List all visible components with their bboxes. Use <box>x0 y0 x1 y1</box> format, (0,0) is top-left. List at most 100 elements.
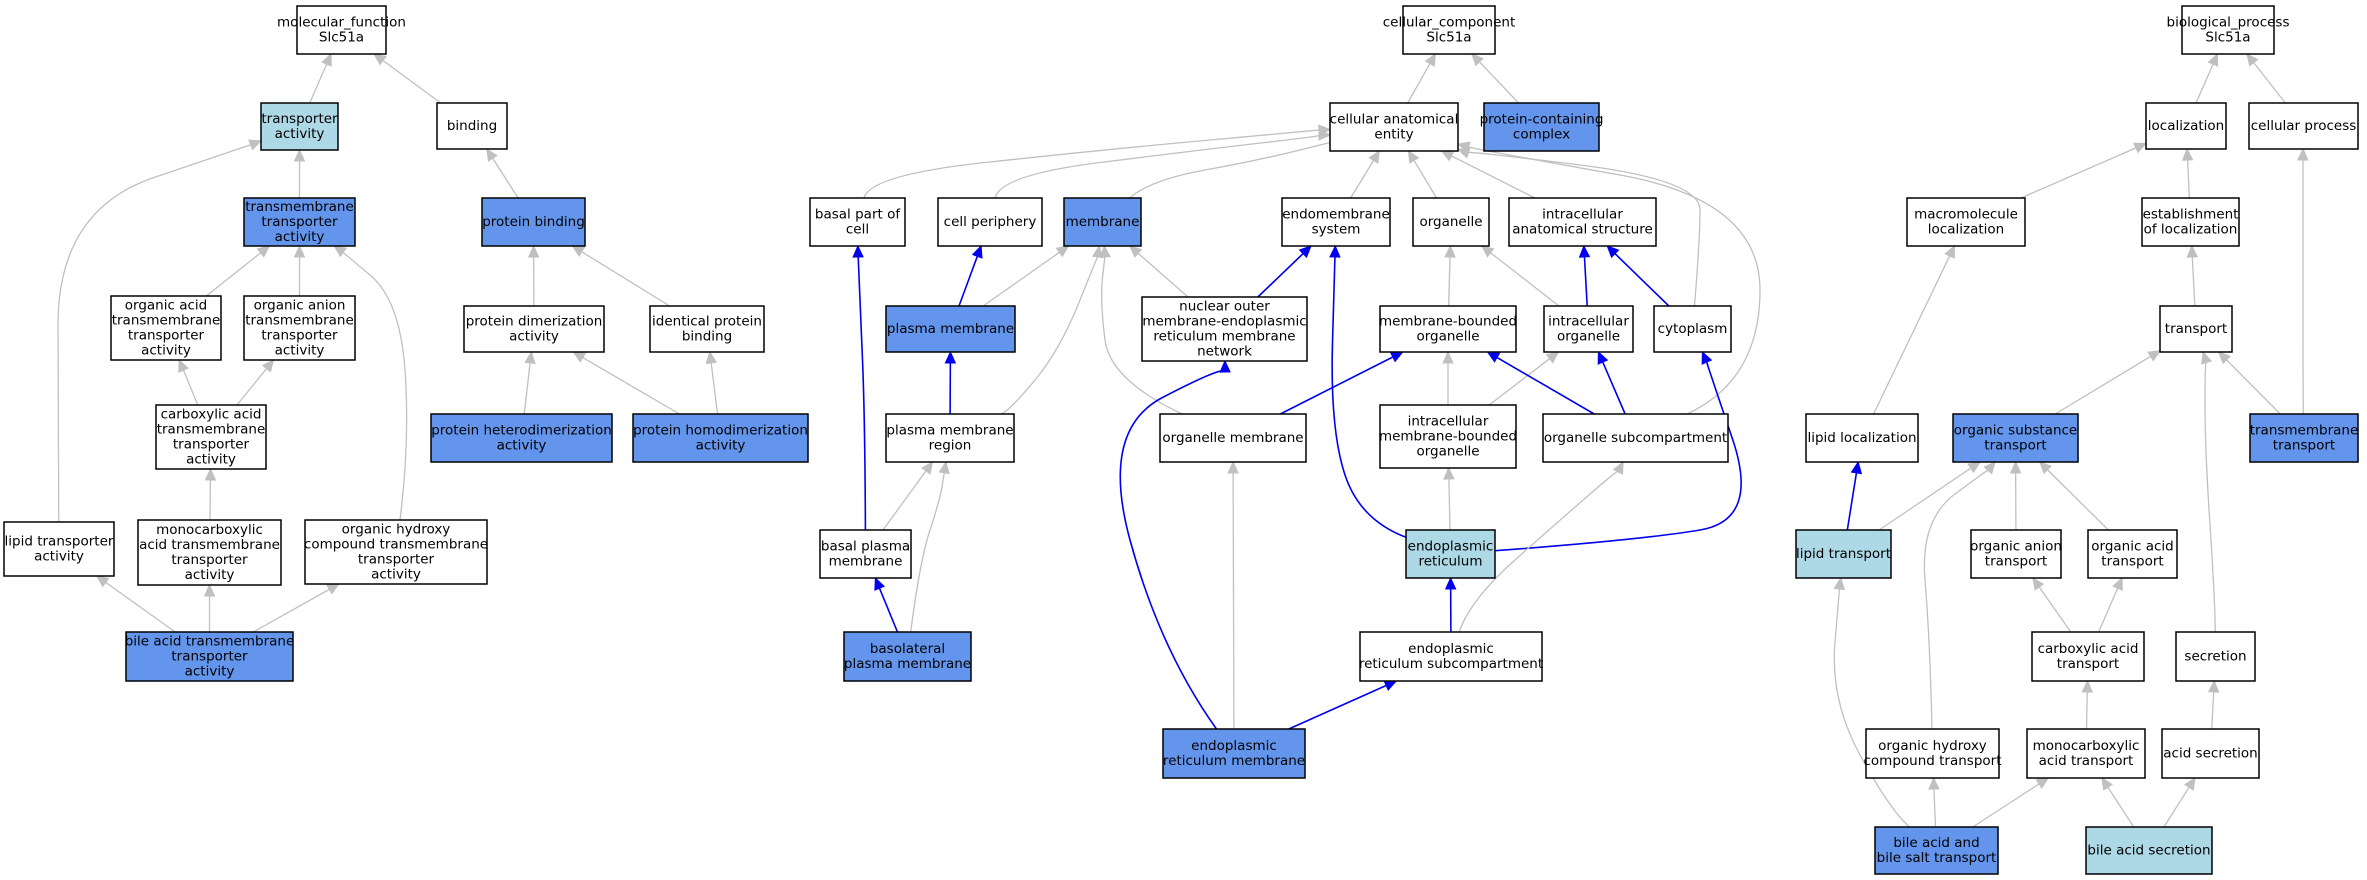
node-organelle-membrane[interactable]: organelle membrane <box>1159 413 1307 463</box>
node-box[interactable] <box>1379 305 1517 353</box>
node-box[interactable] <box>296 5 387 55</box>
node-cellular-process[interactable]: cellular process <box>2248 102 2359 150</box>
node-binding[interactable]: binding <box>436 102 508 150</box>
node-organelle[interactable]: organelle <box>1412 197 1490 247</box>
node-box[interactable] <box>1483 102 1600 152</box>
node-box[interactable] <box>2026 728 2146 779</box>
node-box[interactable] <box>937 197 1043 247</box>
node-box[interactable] <box>1874 826 1999 875</box>
node-box[interactable] <box>137 519 282 586</box>
node-bile-acid-secretion[interactable]: bile acid secretion <box>2085 826 2213 875</box>
node-box[interactable] <box>1795 529 1892 579</box>
node-box[interactable] <box>1542 413 1729 463</box>
node-box[interactable] <box>125 631 294 682</box>
node-box[interactable] <box>2249 413 2359 463</box>
node-nuclear-outer-membrane[interactable]: nuclear outermembrane-endoplasmicreticul… <box>1141 296 1308 362</box>
node-box[interactable] <box>2087 529 2178 579</box>
node-localization[interactable]: localization <box>2145 102 2227 150</box>
node-box[interactable] <box>1162 728 1306 779</box>
node-box[interactable] <box>1405 529 1496 579</box>
node-box[interactable] <box>2248 102 2359 150</box>
node-box[interactable] <box>843 631 972 682</box>
node-membrane[interactable]: membrane <box>1063 197 1142 247</box>
node-box[interactable] <box>2181 5 2275 55</box>
node-box[interactable] <box>809 197 906 247</box>
node-organelle-subcompartment[interactable]: organelle subcompartment <box>1542 413 1729 463</box>
node-box[interactable] <box>1952 413 2079 463</box>
node-box[interactable] <box>632 413 809 463</box>
node-box[interactable] <box>260 102 339 151</box>
node-box[interactable] <box>885 305 1016 353</box>
node-box[interactable] <box>1906 197 2026 247</box>
node-box[interactable] <box>1379 404 1517 469</box>
node-box[interactable] <box>1805 413 1919 463</box>
node-cytoplasm[interactable]: cytoplasm <box>1653 305 1732 353</box>
node-box[interactable] <box>1329 102 1459 152</box>
node-box[interactable] <box>1865 728 2000 779</box>
node-plasma-membrane[interactable]: plasma membrane <box>885 305 1016 353</box>
node-box[interactable] <box>2145 102 2227 150</box>
node-box[interactable] <box>243 295 356 361</box>
node-secretion[interactable]: secretion <box>2175 631 2256 682</box>
node-acid-secretion[interactable]: acid secretion <box>2161 728 2260 779</box>
node-box[interactable] <box>3 521 115 577</box>
node-box[interactable] <box>1281 197 1391 247</box>
node-box[interactable] <box>2159 305 2233 353</box>
node-cell-periphery[interactable]: cell periphery <box>937 197 1043 247</box>
node-box[interactable] <box>885 413 1015 463</box>
node-box[interactable] <box>1359 631 1543 682</box>
node-box[interactable] <box>649 305 765 353</box>
node-box[interactable] <box>819 529 912 579</box>
node-box[interactable] <box>110 295 222 361</box>
node-box[interactable] <box>155 404 267 470</box>
node-organic-acid-tm[interactable]: organic acidtransmembranetransporteracti… <box>110 295 222 361</box>
node-organic-anion-tm[interactable]: organic aniontransmembranetransporteract… <box>243 295 356 361</box>
node-box[interactable] <box>1653 305 1732 353</box>
node-box[interactable] <box>430 413 613 463</box>
node-lipid-localization[interactable]: lipid localization <box>1805 413 1919 463</box>
node-protein-binding[interactable]: protein binding <box>481 197 586 247</box>
node-box[interactable] <box>1543 305 1634 353</box>
node-box[interactable] <box>1508 197 1657 247</box>
node-lipid-transport[interactable]: lipid transport <box>1795 529 1892 579</box>
node-box[interactable] <box>481 197 586 247</box>
node-box[interactable] <box>2175 631 2256 682</box>
node-box[interactable] <box>243 197 356 247</box>
node-box[interactable] <box>2161 728 2260 779</box>
node-box[interactable] <box>463 305 605 353</box>
node-box[interactable] <box>1063 197 1142 247</box>
node-box[interactable] <box>2031 631 2145 682</box>
node-carboxylic-acid-tm[interactable]: carboxylic acidtransmembranetransportera… <box>155 404 267 470</box>
node-box[interactable] <box>1402 5 1496 55</box>
